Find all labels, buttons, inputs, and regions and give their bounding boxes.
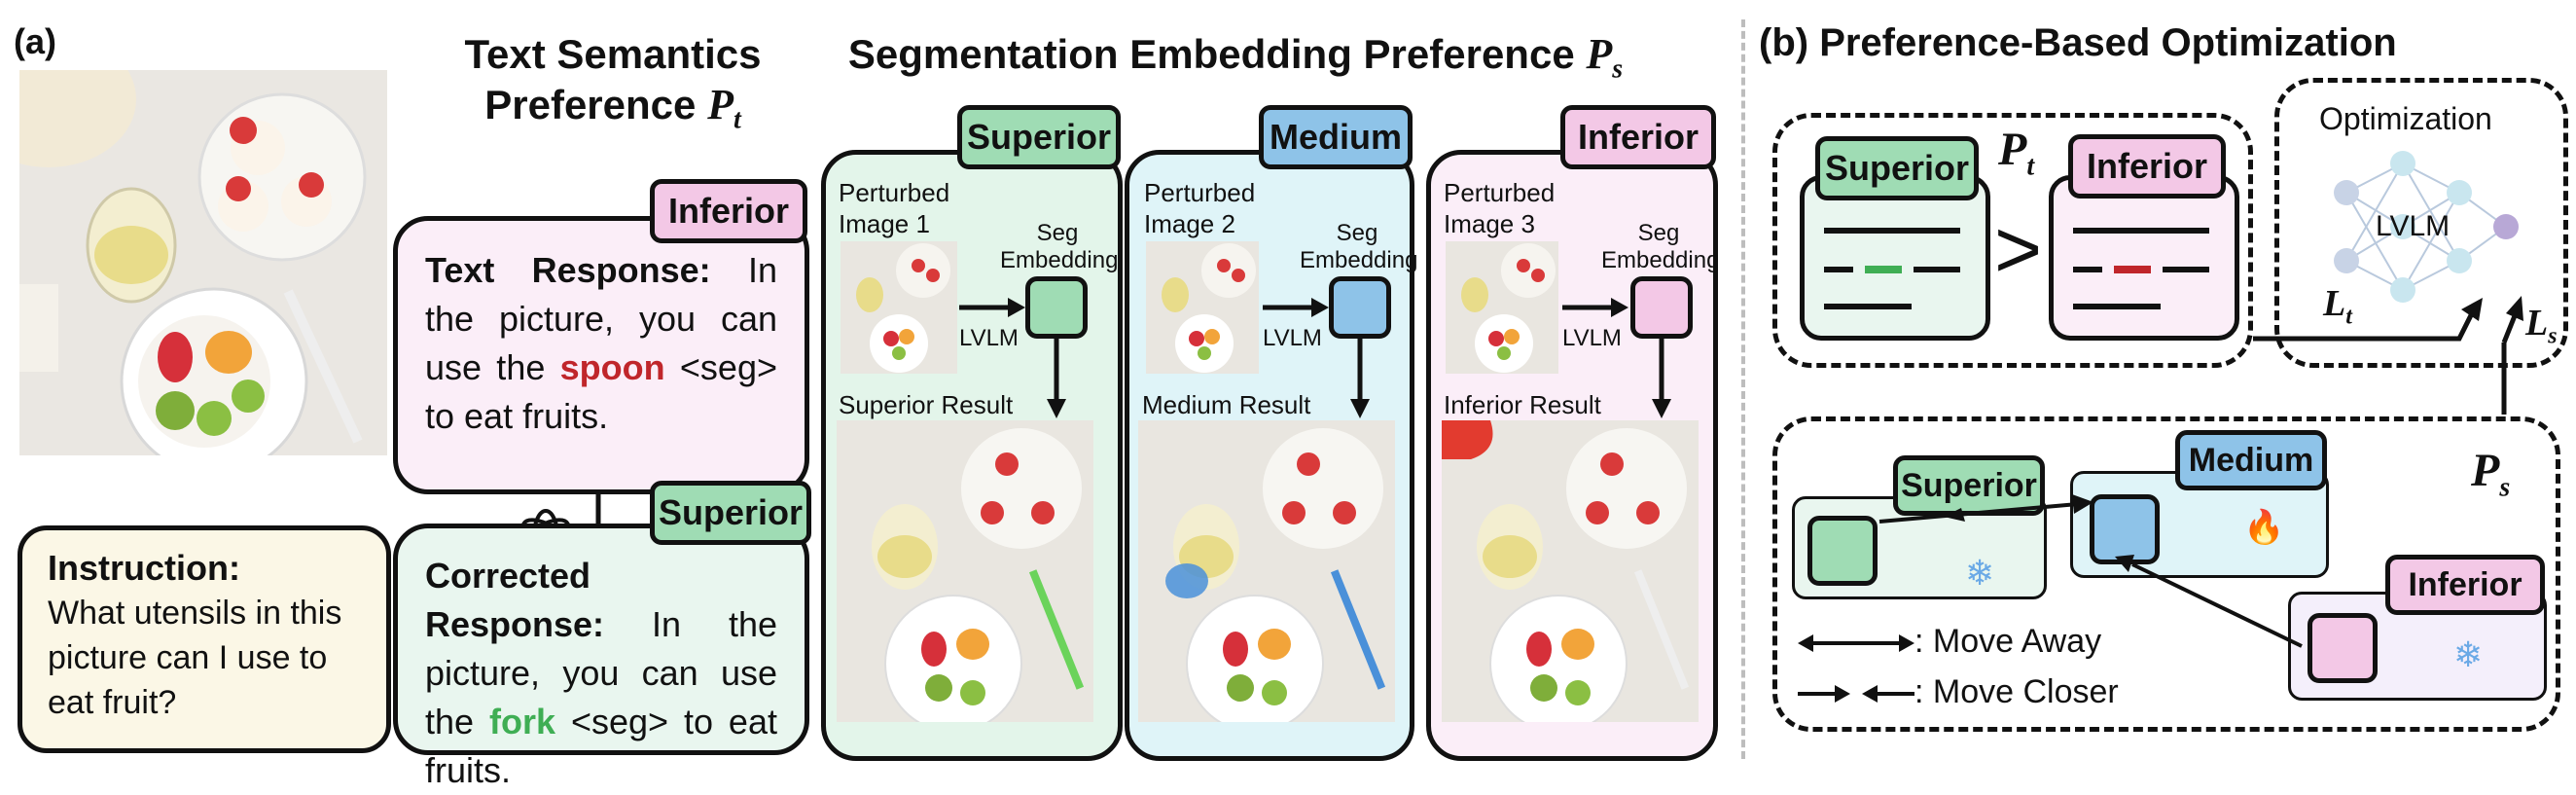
- legend-move-away: [1798, 629, 1914, 663]
- instruction-box: Instruction: What utensils in this pictu…: [18, 525, 391, 753]
- corrected-response-body: Corrected Response: In the picture, you …: [425, 552, 777, 795]
- arrow-embed-to-result-1: [1045, 339, 1068, 425]
- arrow-embed-to-result-3: [1650, 339, 1673, 425]
- seg-embedding-1-box: [1025, 276, 1088, 339]
- perturbed-image-1: [841, 241, 957, 374]
- seg-pref-title-text: Segmentation Embedding Preference: [847, 31, 1575, 77]
- ls-arrow: [2485, 292, 2523, 423]
- perturbed-image-1-label: Perturbed Image 1: [839, 178, 950, 238]
- lt-label: Lt: [2323, 283, 2352, 330]
- pt-inferior-card: [2049, 175, 2239, 341]
- lvlm-3-label: LVLM: [1562, 325, 1622, 351]
- corrected-key: fork: [488, 702, 555, 741]
- text-response-box: Text Response: In the picture, you can u…: [393, 216, 809, 494]
- seg-embedding-3-label: Seg Embedding: [1601, 220, 1720, 273]
- ps-relation-arrows: [1771, 409, 2568, 744]
- network-label: LVLM: [2376, 210, 2451, 242]
- pt-inferior-tag: Inferior: [2068, 134, 2226, 199]
- ps-group: [1772, 416, 2560, 732]
- lvlm-network-icon: [2325, 144, 2520, 314]
- medium-result-image: [1138, 420, 1395, 722]
- pt-subscript: t: [733, 104, 741, 135]
- pt-symbol-b: Pt: [1998, 124, 2035, 182]
- corrected-heading: Corrected Response:: [425, 556, 605, 644]
- arrow-img1-to-embed: [959, 296, 1027, 324]
- superior-result-image: [837, 420, 1093, 722]
- instruction-heading: Instruction:: [48, 548, 240, 588]
- instruction-text: What utensils in this picture can I use …: [48, 595, 342, 721]
- seg-pref-title: Segmentation Embedding Preference Ps: [827, 29, 1644, 94]
- perturbed-image-2: [1146, 241, 1259, 374]
- optimization-group: [2274, 78, 2568, 368]
- ps-inferior-tag: Inferior: [2385, 555, 2545, 615]
- pt-group: [1772, 113, 2253, 368]
- pt-superior-card: [1800, 175, 1990, 341]
- inferior-result-label: Inferior Result: [1444, 390, 1601, 419]
- text-response-post: <seg> to eat fruits.: [425, 347, 777, 436]
- fire-icon-medium: 🔥: [2243, 509, 2285, 546]
- ps-symbol-b: Ps: [2471, 445, 2511, 503]
- text-pref-title-line2: Preference Pt: [484, 81, 741, 135]
- greater-than-sign: >: [1994, 203, 2043, 295]
- ps-superior-tag: Superior: [1893, 455, 2045, 516]
- snowflake-icon-inferior: ❄: [2453, 634, 2484, 674]
- snowflake-icon-superior: ❄: [1965, 553, 1995, 593]
- arrow-img2-to-embed: [1263, 296, 1331, 324]
- perturbed-image-3: [1446, 241, 1558, 374]
- ps-medium-tag: Medium: [2175, 430, 2327, 490]
- corrected-pre: In the picture, you can use the: [425, 604, 777, 741]
- panel-b-title: (b) Preference-Based Optimization: [1759, 21, 2397, 64]
- lt-arrow: [2253, 292, 2496, 355]
- perturbed-image-3-label: Perturbed Image 3: [1444, 178, 1556, 238]
- ps-title-subscript: s: [1612, 54, 1624, 85]
- panel-separator: [1741, 19, 1745, 759]
- inferior-result-image: [1442, 420, 1699, 722]
- seg-medium-tag: Medium: [1259, 105, 1413, 169]
- superior-result-label: Superior Result: [839, 390, 1014, 419]
- panel-a-label: (a): [14, 21, 56, 61]
- ls-label: Ls: [2525, 303, 2558, 349]
- pt-superior-tag: Superior: [1815, 136, 1979, 200]
- food-photo: [19, 70, 387, 455]
- seg-embedding-2-label: Seg Embedding: [1300, 220, 1418, 273]
- lvlm-2-label: LVLM: [1263, 325, 1322, 351]
- ps-title-symbol: P: [1586, 30, 1613, 78]
- ps-superior-embedding: [1807, 516, 1878, 586]
- arrow-img3-to-embed: [1562, 296, 1630, 324]
- text-response-pre: In the picture, you can use the: [425, 250, 777, 387]
- legend-move-away-label: : Move Away: [1914, 623, 2102, 660]
- text-response-heading: Text Response:: [425, 250, 711, 290]
- corrected-response-box: Corrected Response: In the picture, you …: [393, 524, 809, 790]
- text-pref-title-line1: Text Semantics: [464, 31, 762, 77]
- seg-embedding-3-box: [1630, 276, 1693, 339]
- legend-move-closer-label: : Move Closer: [1914, 673, 2119, 710]
- legend-move-closer: [1798, 679, 1914, 713]
- ps-inferior-embedding: [2308, 613, 2378, 683]
- text-response-key: spoon: [559, 347, 665, 387]
- seg-embedding-2-box: [1329, 276, 1391, 339]
- seg-inferior-tag: Inferior: [1560, 105, 1716, 169]
- ps-medium-embedding: [2090, 494, 2160, 564]
- text-inferior-tag: Inferior: [650, 179, 807, 243]
- arrow-embed-to-result-2: [1348, 339, 1372, 425]
- corrected-post: <seg> to eat fruits.: [425, 702, 777, 790]
- perturbed-image-2-label: Perturbed Image 2: [1144, 178, 1256, 238]
- text-pref-title: Text Semantics Preference Pt: [409, 29, 817, 145]
- pt-symbol: P: [707, 81, 733, 128]
- optimization-label: Optimization: [2319, 101, 2492, 136]
- seg-embedding-1-label: Seg Embedding: [1000, 220, 1119, 273]
- text-response-body: Text Response: In the picture, you can u…: [425, 246, 777, 441]
- text-superior-tag: Superior: [650, 481, 811, 545]
- seg-superior-tag: Superior: [957, 105, 1121, 169]
- medium-result-label: Medium Result: [1142, 390, 1311, 419]
- lvlm-1-label: LVLM: [959, 325, 1019, 351]
